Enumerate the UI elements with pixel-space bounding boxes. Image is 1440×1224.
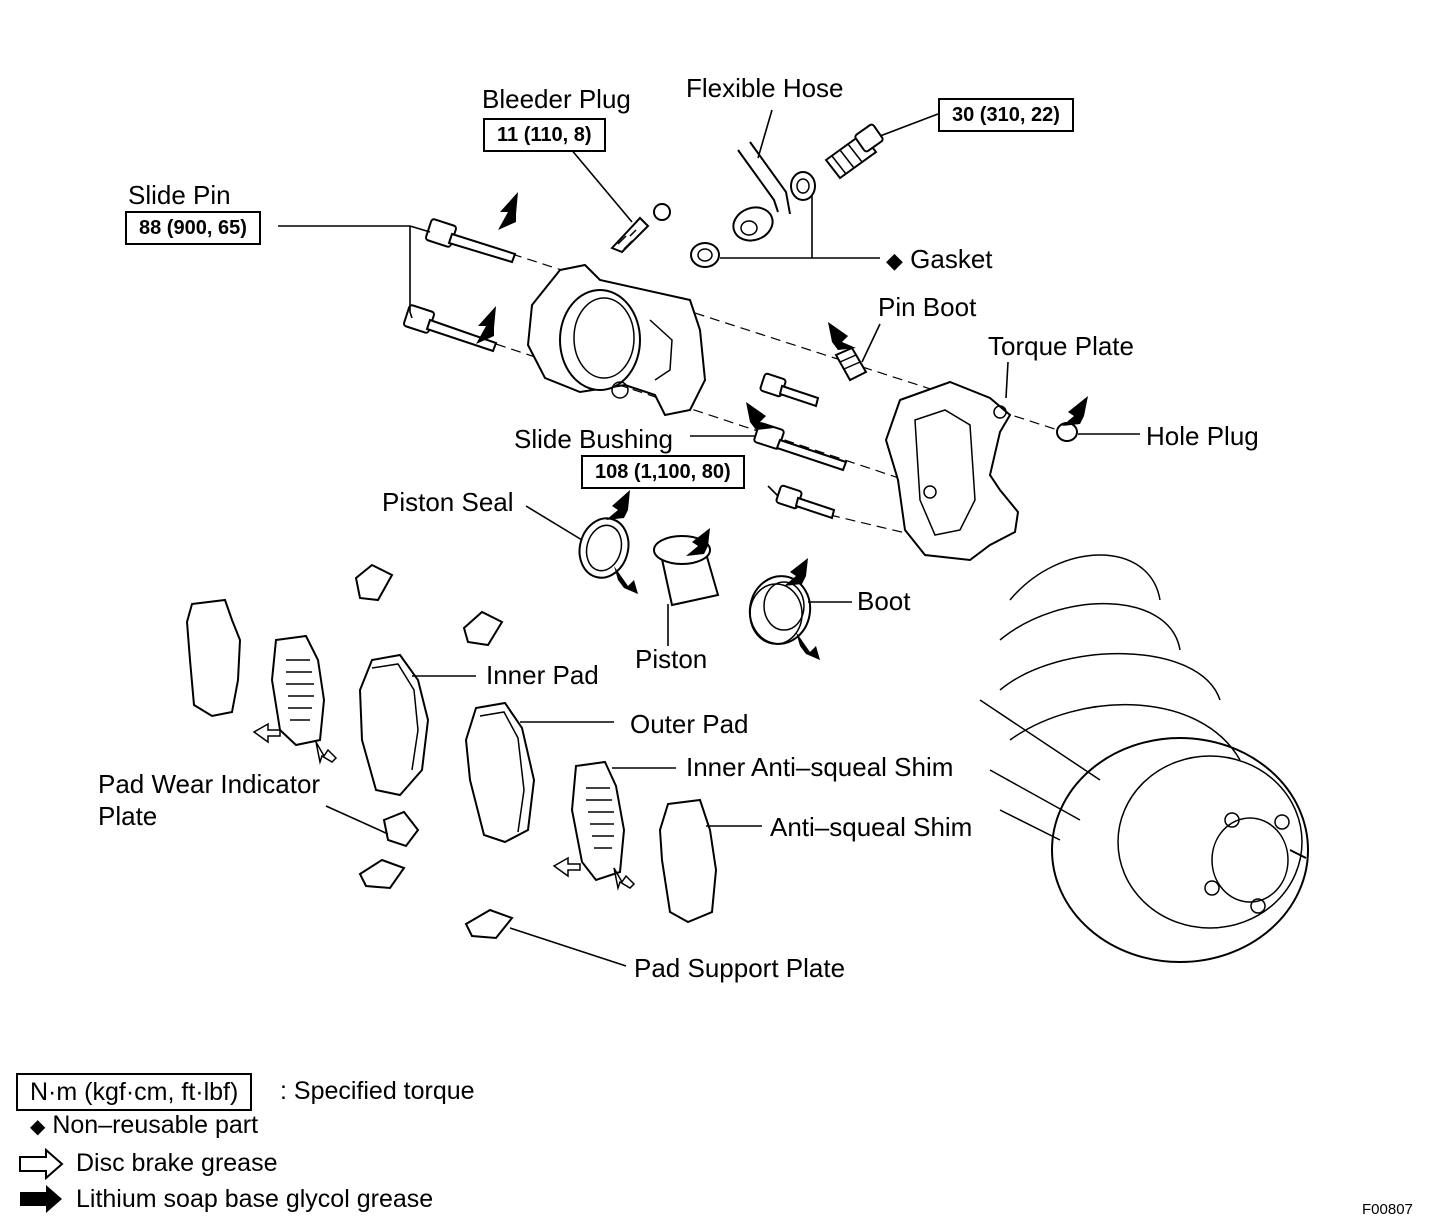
label-hole-plug: Hole Plug [1146, 421, 1259, 451]
label-inner-anti-squeal-shim: Inner Anti–squeal Shim [686, 752, 954, 782]
label-pad-wear-indicator-2: Plate [98, 801, 158, 831]
torque-plate [884, 380, 1020, 562]
legend-lithium-grease: Lithium soap base glycol grease [76, 1185, 434, 1213]
label-pad-support-plate: Pad Support Plate [634, 953, 846, 983]
gasket-lower [690, 242, 720, 268]
label-flexible-hose: Flexible Hose [686, 73, 844, 103]
flexible-hose [732, 141, 791, 242]
torque-box-bleeder-plug: 11 (110, 8) [483, 118, 606, 152]
leader-slide-pin [278, 225, 431, 319]
label-torque-plate: Torque Plate [988, 331, 1134, 361]
leader-pad-support [509, 927, 627, 967]
torque-plate-bolt-lower [775, 484, 836, 520]
bleeder-plug [610, 203, 671, 254]
caliper-body [526, 263, 707, 417]
leader-bleeder-plug [569, 147, 633, 223]
gasket-upper [790, 171, 816, 201]
inner-anti-squeal-shim-right [570, 760, 626, 882]
legend-torque-desc: : Specified torque [280, 1077, 475, 1105]
leader-flexible-hose [757, 109, 773, 159]
disc-grease-arrows [252, 722, 636, 891]
inner-pad [358, 653, 430, 797]
outer-pad [464, 701, 536, 844]
brake-rotor-hub [1051, 737, 1309, 963]
label-pad-wear-indicator-1: Pad Wear Indicator [98, 769, 321, 799]
legend-nonreusable: ◆ Non–reusable part [30, 1111, 259, 1139]
label-slide-bushing: Slide Bushing [514, 424, 673, 454]
leader-torque-plate [1005, 361, 1009, 399]
torque-plate-bolt-upper [759, 372, 820, 408]
pad-support-clip-4 [464, 908, 514, 940]
assembly-axis-lower [495, 343, 936, 491]
leader-union-bolt [879, 113, 939, 137]
piston-boot [748, 575, 812, 645]
leader-pin-boot [861, 323, 881, 363]
nonreusable-legend-icon: ◆ [30, 1116, 46, 1138]
torque-box-slide-pin: 88 (900, 65) [125, 211, 261, 245]
torque-box-torque-plate-bolt: 108 (1,100, 80) [581, 455, 745, 489]
anti-squeal-shim-left [185, 598, 242, 718]
leader-piston-seal [525, 505, 583, 541]
label-bleeder-plug: Bleeder Plug [482, 84, 631, 114]
torque-box-union-bolt: 30 (310, 22) [938, 98, 1074, 132]
union-bolt [824, 123, 884, 180]
piston-seal [578, 517, 630, 579]
disc-grease-icon [19, 1147, 64, 1181]
coil-spring-suspension [979, 554, 1241, 841]
lithium-grease-arrows [476, 192, 1088, 660]
slide-bushing [753, 422, 848, 472]
label-inner-pad: Inner Pad [486, 660, 599, 690]
label-slide-pin: Slide Pin [128, 180, 231, 210]
label-piston-seal: Piston Seal [382, 487, 514, 517]
label-boot: Boot [857, 586, 911, 616]
pad-support-clip-1 [354, 563, 394, 602]
leader-torque-plate-bolt [767, 485, 779, 497]
label-outer-pad: Outer Pad [630, 709, 749, 739]
slide-pin-lower [403, 304, 498, 353]
figure-code: F00807 [1362, 1201, 1413, 1218]
label-piston: Piston [635, 644, 708, 674]
label-anti-squeal-shim: Anti–squeal Shim [770, 812, 973, 842]
legend-disc-grease: Disc brake grease [76, 1149, 278, 1177]
label-pin-boot: Pin Boot [878, 292, 977, 322]
nonreusable-icon: ◆ [886, 248, 903, 273]
slide-pin-upper [425, 218, 517, 264]
label-gasket: ◆ Gasket [886, 244, 993, 274]
leader-pad-wear [325, 805, 389, 835]
pin-boot [834, 346, 868, 382]
piston [653, 535, 720, 607]
hole-plug [1056, 422, 1078, 442]
lithium-grease-icon [20, 1185, 62, 1213]
pad-wear-indicator-plate [382, 810, 420, 848]
inner-anti-squeal-shim-left [270, 634, 326, 747]
anti-squeal-shim-right [658, 798, 718, 924]
legend-torque-unit: N·m (kgf·cm, ft·lbf) [16, 1073, 253, 1111]
pad-support-clip-2 [462, 610, 504, 647]
leader-gasket [720, 196, 880, 259]
pad-support-clip-3 [358, 858, 406, 890]
